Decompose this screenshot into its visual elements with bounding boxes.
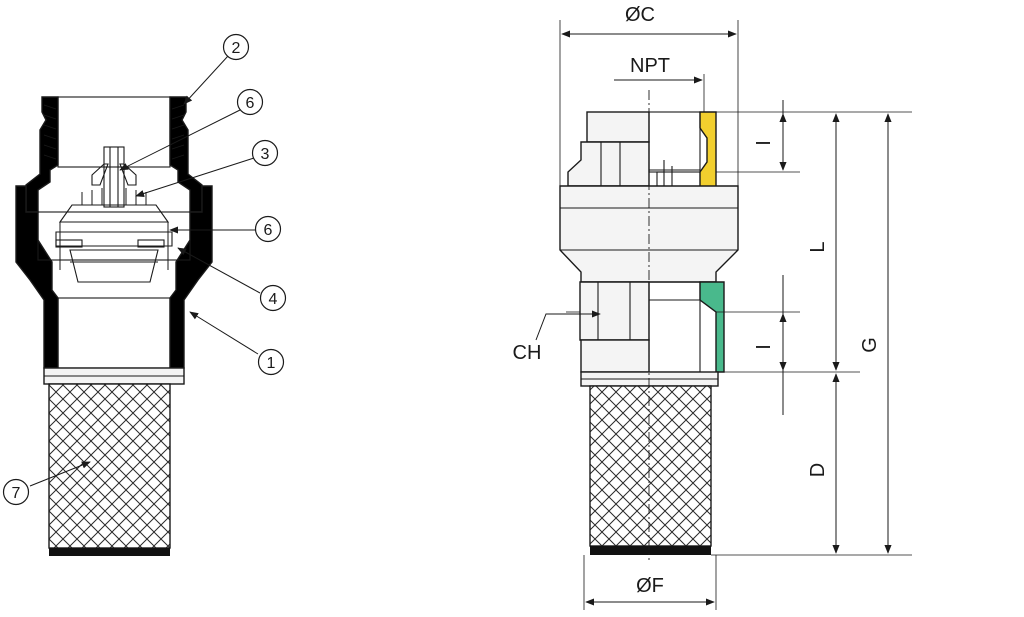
strainer-mesh-right-view — [589, 385, 712, 547]
valve-chamber — [37, 211, 191, 261]
label-g: G — [859, 337, 881, 353]
callout-1: 1 — [257, 348, 285, 376]
leader-7 — [29, 461, 91, 487]
body-section-green — [699, 281, 725, 373]
inlet-bore — [57, 96, 171, 168]
lower-collar — [580, 339, 650, 373]
svg-text:6: 6 — [246, 95, 255, 112]
top-hex-nut — [567, 141, 650, 187]
callout-6: 6 — [254, 215, 282, 243]
svg-text:1: 1 — [267, 355, 276, 372]
svg-text:3: 3 — [261, 146, 270, 163]
lower-hex-nut — [579, 281, 650, 341]
label-l: L — [807, 241, 829, 252]
strainer-bottom-band — [49, 548, 170, 556]
leader-ch — [535, 310, 601, 341]
callout-5: 6 — [236, 88, 264, 116]
svg-text:2: 2 — [232, 40, 241, 57]
label-ch: CH — [513, 342, 542, 364]
brass-top-nut-right — [169, 96, 203, 213]
leader-5 — [119, 109, 241, 171]
callout-2: 2 — [222, 33, 250, 61]
lower-guide — [69, 249, 159, 283]
brass-section-right-view — [699, 111, 717, 191]
label-i-upper: I — [753, 140, 775, 146]
outlet-bore — [57, 297, 171, 369]
body-wall-left — [15, 185, 59, 369]
label-d: D — [807, 463, 829, 477]
valve-stem — [103, 146, 125, 208]
body-wall-right — [169, 185, 213, 369]
callout-3: 3 — [251, 139, 279, 167]
svg-text:6: 6 — [264, 222, 273, 239]
label-oc: ØC — [625, 4, 655, 26]
label-npt: NPT — [630, 55, 670, 77]
seal-blue-right-view — [656, 171, 665, 187]
top-collar — [586, 111, 650, 143]
poppet-disk — [55, 231, 173, 247]
seal-red-left — [55, 239, 83, 248]
dimension-view: ØC NPT CH I L G I D ØF — [513, 4, 912, 610]
leader-2 — [183, 55, 229, 105]
svg-text:4: 4 — [269, 291, 278, 308]
brass-top-nut-left — [25, 96, 59, 213]
poppet-cone — [58, 204, 170, 223]
leader-4 — [177, 247, 261, 294]
callout-7: 7 — [2, 478, 30, 506]
label-i-lower: I — [753, 344, 775, 350]
svg-text:7: 7 — [12, 485, 21, 502]
label-of: ØF — [636, 575, 664, 597]
strainer-mesh — [48, 383, 171, 549]
section-view: 2 6 3 6 4 1 7 — [2, 33, 287, 556]
callout-4: 4 — [259, 284, 287, 312]
leader-3 — [135, 157, 255, 197]
leader-1 — [189, 311, 259, 355]
strainer-band-right-view — [590, 546, 711, 555]
seal-red-right — [137, 239, 165, 248]
